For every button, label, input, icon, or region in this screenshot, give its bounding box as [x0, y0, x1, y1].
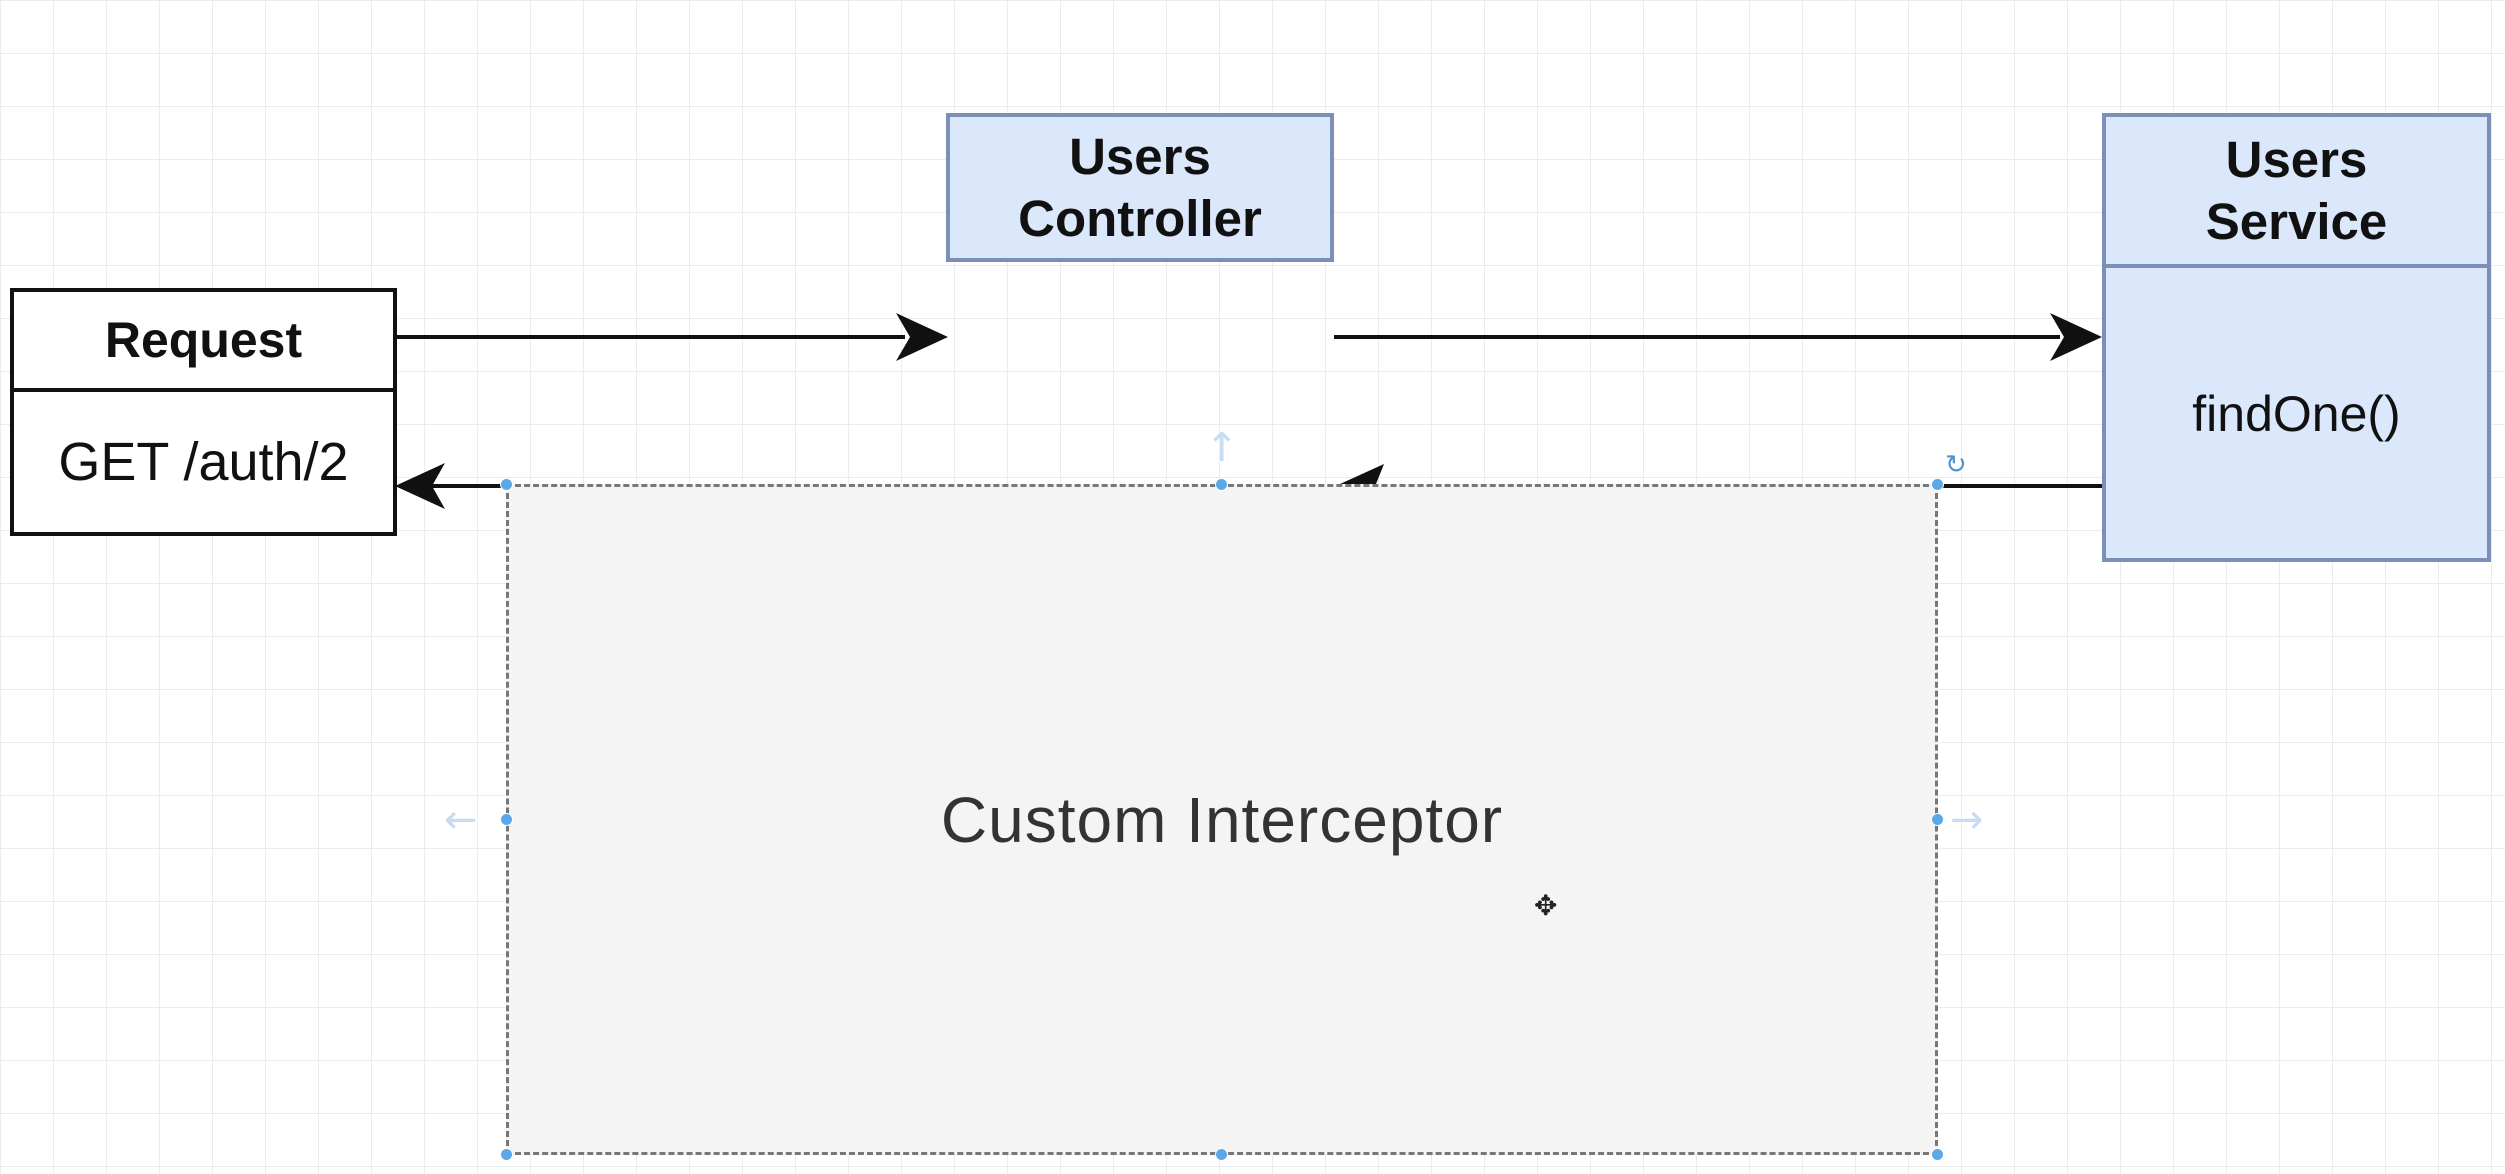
- request-route: GET /auth/2: [58, 432, 349, 492]
- arrowhead-controller-return: [1340, 464, 1384, 484]
- rotate-icon[interactable]: ↻: [1945, 450, 1967, 480]
- users-service-title: Users Service: [2205, 130, 2388, 250]
- arrowhead-controller-to-service: [2050, 313, 2102, 361]
- users-service-box[interactable]: Users Service findOne(): [2102, 113, 2491, 562]
- arrowhead-request-to-controller: [896, 313, 948, 361]
- resize-handle-top-left[interactable]: [500, 478, 513, 491]
- users-controller-box[interactable]: Users Controller: [946, 113, 1334, 262]
- arrow-left-icon[interactable]: ←: [444, 797, 478, 843]
- resize-handle-left[interactable]: [500, 813, 513, 826]
- resize-handle-bottom-left[interactable]: [500, 1148, 513, 1161]
- users-controller-title: Users Controller: [1018, 127, 1262, 247]
- arrow-up-icon[interactable]: ↑: [1205, 425, 1239, 471]
- resize-handle-bottom[interactable]: [1215, 1148, 1228, 1161]
- resize-handle-top[interactable]: [1215, 478, 1228, 491]
- request-title: Request: [14, 292, 393, 392]
- resize-handle-bottom-right[interactable]: [1931, 1148, 1944, 1161]
- move-cursor-icon: ✥: [1534, 889, 1558, 922]
- resize-handle-right[interactable]: [1931, 813, 1944, 826]
- arrowhead-return-to-request: [395, 463, 445, 509]
- resize-handle-top-right[interactable]: [1931, 478, 1944, 491]
- custom-interceptor-box[interactable]: Custom Interceptor: [506, 484, 1938, 1155]
- request-box[interactable]: Request GET /auth/2: [10, 288, 397, 536]
- custom-interceptor-label: Custom Interceptor: [940, 783, 1504, 856]
- users-service-method: findOne(): [2192, 385, 2401, 442]
- arrow-right-icon[interactable]: →: [1950, 797, 1984, 843]
